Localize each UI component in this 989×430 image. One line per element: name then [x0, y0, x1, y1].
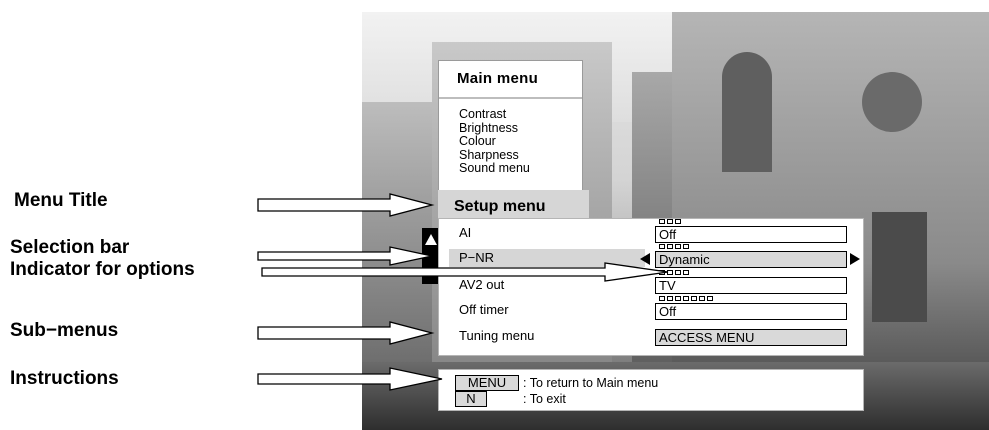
instructions-panel: MENU : To return to Main menu N : To exi… — [438, 369, 864, 411]
setup-row-ai[interactable]: AI — [459, 225, 472, 240]
value-tuning-menu[interactable]: ACCESS MENU — [655, 329, 847, 346]
main-menu-item-contrast[interactable]: Contrast — [459, 107, 507, 121]
menu-key[interactable]: MENU — [455, 375, 519, 391]
callout-sub-menus: Sub−menus — [10, 320, 119, 341]
option-indicator-off-timer — [659, 296, 715, 301]
main-menu-title: Main menu — [439, 61, 582, 99]
setup-menu-title: Setup menu — [438, 190, 589, 218]
setup-row-tuning-menu[interactable]: Tuning menu — [459, 328, 535, 343]
option-indicator-av2-out — [659, 270, 691, 275]
option-indicator-ai — [659, 219, 683, 224]
value-ai[interactable]: Off — [655, 226, 847, 243]
value-off-timer[interactable]: Off — [655, 303, 847, 320]
callout-selection-bar: Selection bar — [10, 237, 130, 258]
callout-indicator-for-options: Indicator for options — [10, 259, 195, 280]
option-right-arrow-icon[interactable] — [850, 253, 860, 265]
n-key[interactable]: N — [455, 391, 487, 407]
option-left-arrow-icon[interactable] — [640, 253, 650, 265]
setup-row-av2-out[interactable]: AV2 out — [459, 277, 505, 292]
scroll-up-icon[interactable] — [425, 234, 437, 245]
setup-row-p-nr[interactable]: P−NR — [459, 250, 495, 265]
value-av2-out[interactable]: TV — [655, 277, 847, 294]
callout-instructions: Instructions — [10, 368, 119, 389]
main-menu-item-sharpness[interactable]: Sharpness — [459, 147, 519, 162]
main-menu-item-sound-menu[interactable]: Sound menu — [459, 161, 530, 175]
main-menu-item-colour[interactable]: Colour — [459, 134, 496, 148]
main-menu-items: Contrast Brightness Colour Sharpness Sou… — [459, 107, 530, 176]
main-menu-panel: Main menu Contrast Brightness Colour Sha… — [438, 60, 583, 192]
menu-key-instruction: : To return to Main menu — [523, 376, 659, 390]
option-indicator-p-nr — [659, 244, 691, 249]
value-p-nr[interactable]: Dynamic — [655, 251, 847, 268]
n-key-instruction: : To exit — [523, 392, 566, 406]
main-menu-item-brightness[interactable]: Brightness — [459, 120, 519, 135]
setup-menu-panel: AI P−NR AV2 out Off timer Tuning menu Of… — [438, 218, 864, 356]
setup-row-off-timer[interactable]: Off timer — [459, 302, 509, 317]
callout-menu-title: Menu Title — [14, 190, 108, 211]
